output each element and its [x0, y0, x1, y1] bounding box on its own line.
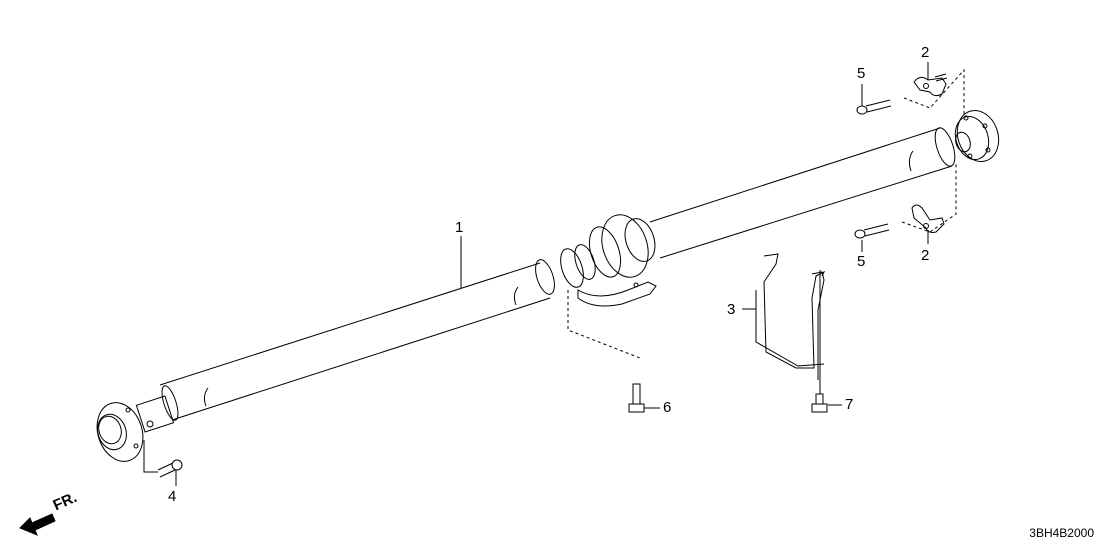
callout-5-lower: 5: [857, 253, 866, 270]
diagram-code: 3BH4B2000: [1029, 526, 1094, 540]
center-bearing: [532, 209, 660, 306]
leader-lines: [144, 62, 964, 486]
bolt-4: [158, 460, 182, 477]
callout-7: 7: [845, 396, 854, 413]
callout-2-upper: 2: [921, 44, 930, 61]
lower-flange-plate: [912, 205, 944, 233]
callout-2-lower: 2: [921, 247, 930, 264]
bracket-3: [756, 254, 824, 380]
rear-shaft-tube: [650, 126, 959, 258]
front-shaft-tube: [160, 263, 550, 420]
bolt-7: [812, 394, 827, 412]
lower-bolt-5: [855, 224, 889, 238]
rear-flange: [950, 105, 1005, 167]
callout-1: 1: [455, 219, 464, 236]
front-flange-joint: [90, 384, 181, 467]
callout-4: 4: [168, 488, 177, 505]
front-direction-arrow: [20, 514, 55, 535]
callout-5-upper: 5: [857, 65, 866, 82]
callout-6: 6: [663, 399, 672, 416]
callout-3: 3: [727, 301, 736, 318]
bolt-6: [629, 384, 644, 412]
upper-flange-plate: [914, 74, 947, 96]
